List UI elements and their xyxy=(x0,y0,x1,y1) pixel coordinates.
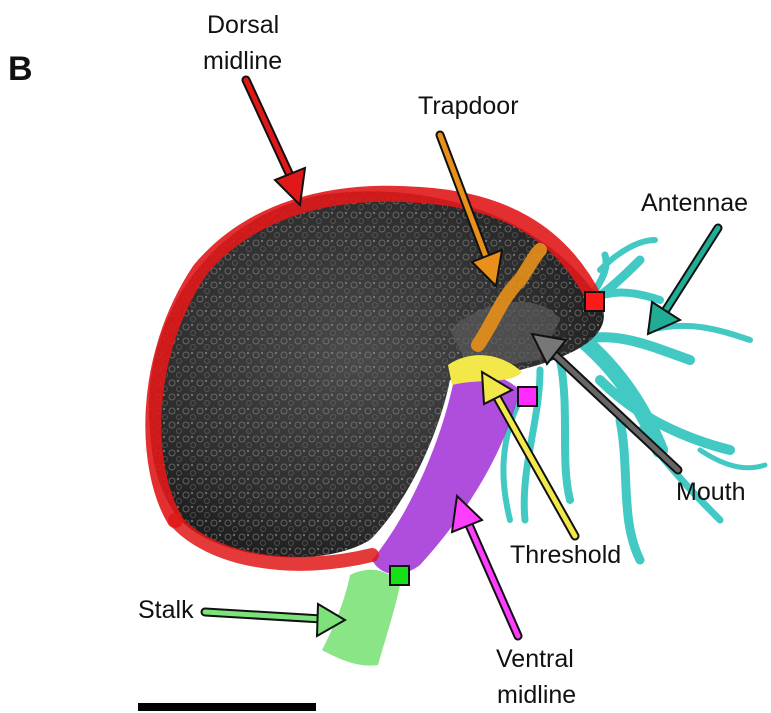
scale-bar xyxy=(138,703,316,711)
ventral-label-line1: Ventral xyxy=(496,645,574,673)
stalk-arrow xyxy=(205,604,345,636)
dorsal-label-line2: midline xyxy=(203,47,282,75)
magenta-marker xyxy=(518,387,537,406)
stalk-label: Stalk xyxy=(138,596,194,624)
green-marker xyxy=(390,566,409,585)
antennae-label: Antennae xyxy=(641,189,748,217)
mouth-label: Mouth xyxy=(676,478,745,506)
dorsal-midline-arrow xyxy=(246,80,305,205)
trapdoor-label: Trapdoor xyxy=(418,92,519,120)
threshold-label: Threshold xyxy=(510,541,621,569)
red-marker xyxy=(585,292,604,311)
dorsal-label-line1: Dorsal xyxy=(207,11,279,39)
panel-letter: B xyxy=(8,50,33,88)
antennae-arrow xyxy=(648,228,718,334)
ventral-label-line2: midline xyxy=(497,681,576,709)
